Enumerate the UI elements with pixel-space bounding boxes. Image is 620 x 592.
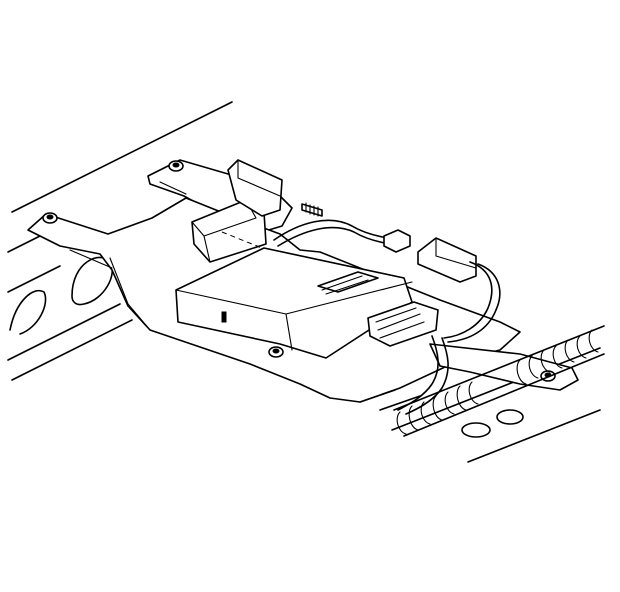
- wiring-harness: [273, 219, 501, 415]
- bracket-bolts: [42, 160, 556, 382]
- control-module: [175, 247, 439, 359]
- loom-tubes: [393, 325, 605, 437]
